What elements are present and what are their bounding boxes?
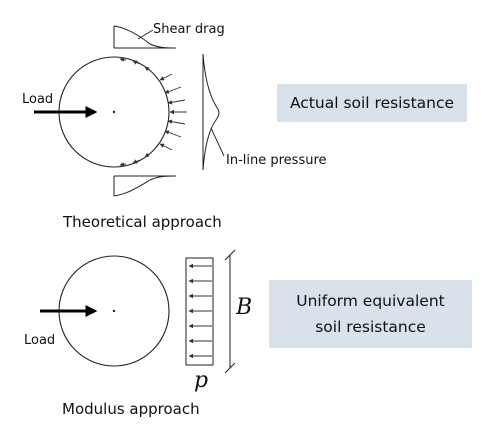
p-label: p xyxy=(194,368,209,393)
shear-arrows-top xyxy=(119,57,153,73)
radial-pressure-arrows xyxy=(159,73,187,151)
uniform-resistance-text: Uniform equivalent soil resistance xyxy=(296,292,445,336)
actual-resistance-text: Actual soil resistance xyxy=(289,94,455,112)
actual-resistance-box: Actual soil resistance xyxy=(277,84,467,122)
uniform-pressure-arrows xyxy=(188,263,212,359)
load-label-bottom: Load xyxy=(24,333,56,348)
shear-drag-diagram-bottom xyxy=(113,175,177,197)
uniform-pressure-block xyxy=(185,257,214,366)
shear-drag-leader xyxy=(137,29,154,40)
uniform-resistance-box: Uniform equivalent soil resistance xyxy=(269,280,472,348)
b-label: B xyxy=(236,295,253,320)
inline-pressure-leader xyxy=(210,127,225,157)
inline-pressure-diagram xyxy=(202,53,220,171)
pile-center-dot-bottom xyxy=(112,309,116,313)
shear-drag-label: Shear drag xyxy=(153,22,225,37)
b-dimension-line xyxy=(224,249,236,374)
modulus-caption: Modulus approach xyxy=(62,400,200,418)
inline-pressure-label: In-line pressure xyxy=(226,153,327,168)
load-label-top: Load xyxy=(22,92,54,107)
theoretical-caption: Theoretical approach xyxy=(63,213,222,231)
pile-center-dot-top xyxy=(112,110,116,114)
shear-drag-diagram-top xyxy=(113,25,177,49)
shear-arrows-bottom xyxy=(119,151,153,167)
